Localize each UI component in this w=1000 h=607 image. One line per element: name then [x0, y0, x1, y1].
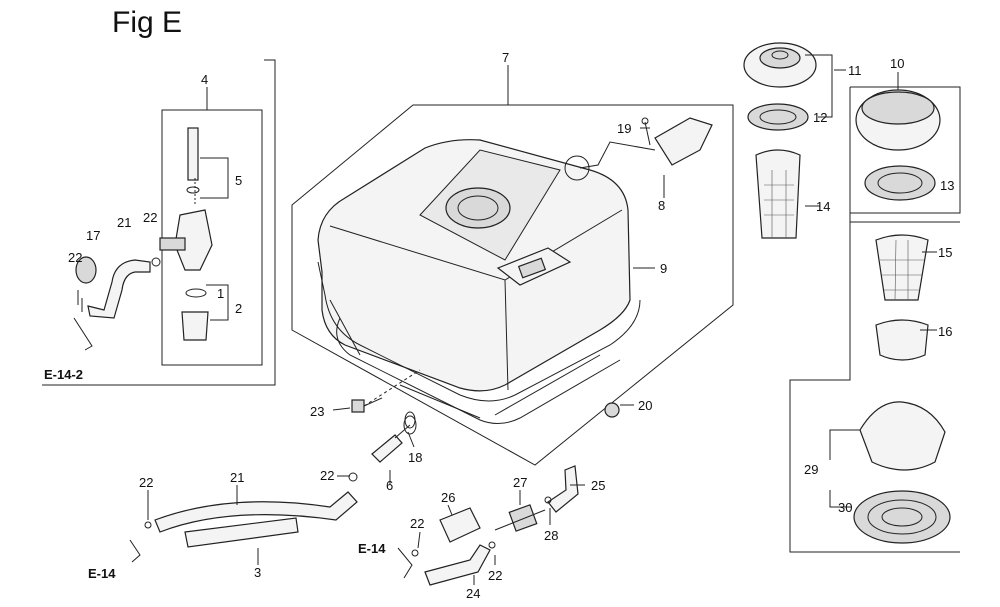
cap-gasket-12-inner — [759, 109, 797, 125]
callout-29: 29 — [804, 462, 818, 477]
callout-30: 30 — [838, 500, 852, 515]
callout-22f: 22 — [488, 568, 502, 583]
callout-22a: 22 — [143, 210, 157, 225]
leader-lines — [81, 54, 937, 585]
callout-5: 5 — [235, 173, 242, 188]
fuel-hose-24 — [424, 544, 491, 586]
callout-28: 28 — [544, 528, 558, 543]
callout-10: 10 — [890, 56, 904, 71]
callout-27: 27 — [513, 475, 527, 490]
left-assembly-frame — [42, 59, 276, 386]
callout-25: 25 — [591, 478, 605, 493]
fuel-filter-27 — [494, 504, 546, 532]
callout-6: 6 — [386, 478, 393, 493]
sealing-washer — [403, 415, 417, 435]
callout-15: 15 — [938, 245, 952, 260]
hose-clip — [348, 472, 358, 482]
callout-22b: 22 — [68, 250, 82, 265]
callout-11: 11 — [848, 63, 862, 78]
fuel-valve-assembly — [159, 127, 213, 341]
callout-20: 20 — [638, 398, 652, 413]
callout-21a: 21 — [117, 215, 131, 230]
callout-19: 19 — [617, 121, 631, 136]
callout-1: 1 — [217, 286, 224, 301]
fuel-hose-3 — [184, 517, 299, 548]
hose-clip — [144, 521, 152, 529]
callout-22d: 22 — [139, 475, 153, 490]
cap-gasket-12 — [747, 103, 809, 131]
hose-clip — [544, 496, 552, 504]
left-fuel-hose — [73, 256, 161, 351]
figure-title: Fig E — [112, 6, 183, 39]
hose-clip — [411, 549, 419, 557]
fuel-strainer-15 — [875, 234, 929, 301]
fuel-strainer-14 — [755, 149, 801, 239]
fuel-hose-21 — [154, 491, 358, 533]
callout-22e: 22 — [410, 516, 424, 531]
tank-bracket — [564, 117, 713, 181]
callout-13: 13 — [940, 178, 954, 193]
fuel-hose-25 — [547, 465, 579, 513]
cap-gasket-13 — [864, 165, 936, 201]
fuel-hose-26 — [439, 507, 481, 543]
callout-21b: 21 — [230, 470, 244, 485]
filler-cap-10 — [855, 89, 941, 151]
callout-22c: 22 — [320, 468, 334, 483]
callout-17: 17 — [86, 228, 100, 243]
callout-2: 2 — [235, 301, 242, 316]
washer — [604, 402, 620, 418]
callout-3: 3 — [254, 565, 261, 580]
callout-7: 7 — [502, 50, 509, 65]
cap-gasket-13-inner — [877, 172, 923, 194]
callout-23: 23 — [310, 404, 324, 419]
reference-e14-2: E-14-2 — [44, 367, 83, 382]
drain-bolt — [351, 369, 421, 413]
fuel-tank-frame — [291, 104, 734, 466]
cap-filter-frame — [789, 86, 961, 553]
callout-16: 16 — [938, 324, 952, 339]
callout-4: 4 — [201, 72, 208, 87]
callout-9: 9 — [660, 261, 667, 276]
filler-cap-11 — [743, 42, 817, 88]
callout-14: 14 — [816, 199, 830, 214]
callout-18: 18 — [408, 450, 422, 465]
fuel-tank — [317, 139, 641, 424]
callout-24: 24 — [466, 586, 480, 601]
cap-gasket-30 — [853, 490, 951, 544]
filler-cap-29 — [859, 401, 946, 471]
reference-e14-left: E-14 — [88, 566, 116, 581]
callout-12: 12 — [813, 110, 827, 125]
callout-8: 8 — [658, 198, 665, 213]
hose-clip — [488, 541, 496, 549]
reference-e14-center: E-14 — [358, 541, 386, 556]
fuel-strainer-6 — [371, 411, 416, 463]
strainer-ring-16 — [875, 319, 929, 361]
callout-26: 26 — [441, 490, 455, 505]
